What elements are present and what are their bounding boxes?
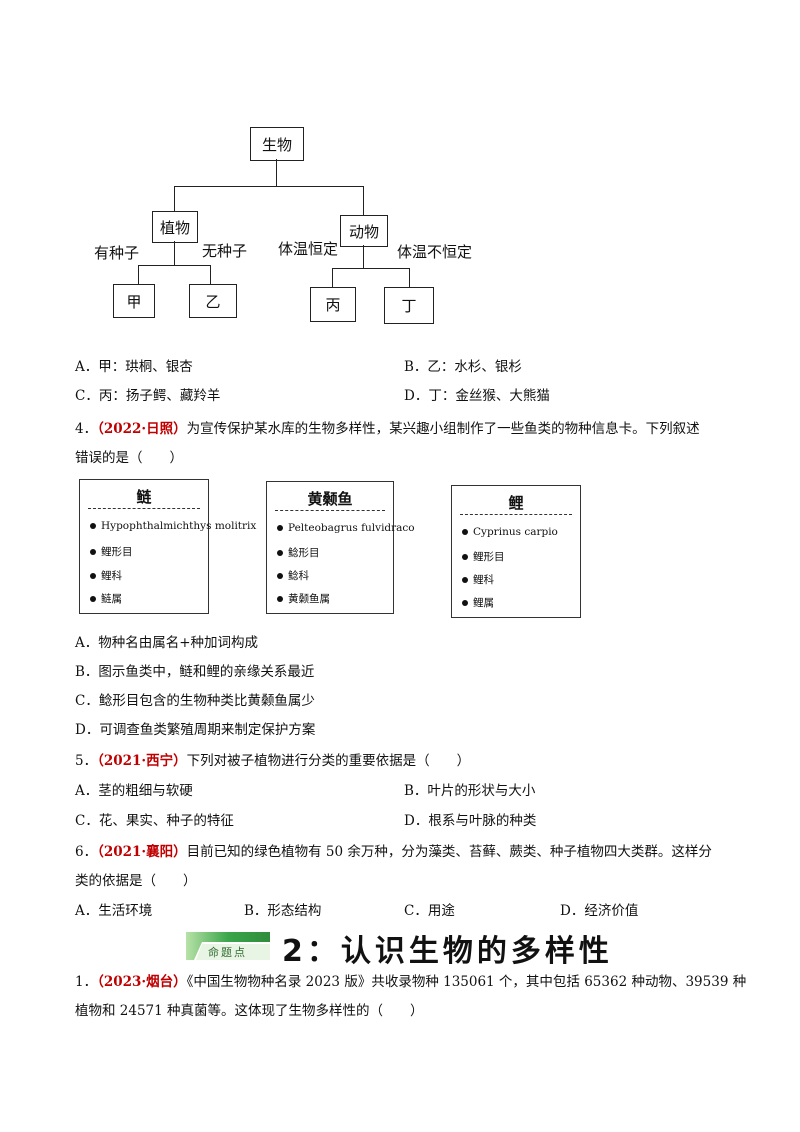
- node-organism: 生物: [250, 127, 304, 161]
- card-title: 黄颡鱼: [307, 490, 353, 508]
- q6-number: 6．: [75, 844, 98, 860]
- q4-number: 4．: [75, 421, 98, 437]
- section-tag-banner: 命题点: [186, 932, 270, 960]
- q6-option-b[interactable]: B．形态结构: [244, 903, 322, 919]
- section-title: 2：认识生物的多样性: [282, 934, 613, 969]
- q4-text1: 为宣传保护某水库的生物多样性，某兴趣小组制作了一些鱼类的物种信息卡。下列叙述: [186, 421, 700, 437]
- q5-option-b[interactable]: B．叶片的形状与大小: [404, 783, 536, 799]
- card-row: 鲶科: [277, 568, 309, 583]
- section-tag-text: 命题点: [208, 946, 247, 959]
- q3-option-a[interactable]: A．甲：珙桐、银杏: [75, 359, 193, 375]
- card-row: 鲢属: [90, 591, 122, 606]
- label-has-seed: 有种子: [94, 244, 140, 262]
- q5-text: 下列对被子植物进行分类的重要依据是（ ）: [186, 753, 471, 769]
- s2q1-text1: 《中国生物物种名录 2023 版》共收录物种 135061 个，其中包括 653…: [186, 974, 747, 990]
- card-title: 鲤: [508, 494, 524, 512]
- card-row: 鲤形目: [90, 544, 133, 559]
- q4-option-d[interactable]: D．可调查鱼类繁殖周期来制定保护方案: [75, 722, 316, 738]
- q6-option-d[interactable]: D．经济价值: [560, 903, 639, 919]
- label-variable-temp: 体温不恒定: [397, 243, 473, 261]
- q6-source: （2021·襄阳）: [97, 844, 187, 860]
- s2q1-stem-line1: 1．（2023·烟台）《中国生物物种名录 2023 版》共收录物种 135061…: [75, 973, 746, 991]
- q5-stem: 5．（2021·西宁）下列对被子植物进行分类的重要依据是（ ）: [75, 752, 470, 770]
- card-row: Pelteobagrus fulvidraco: [277, 522, 415, 534]
- card-row: 鲤属: [462, 595, 494, 610]
- node-yi: 乙: [189, 284, 237, 318]
- card-title: 鲢: [136, 488, 152, 506]
- q3-option-b[interactable]: B．乙：水杉、银杉: [404, 359, 522, 375]
- q4-stem-line1: 4．（2022·日照）为宣传保护某水库的生物多样性，某兴趣小组制作了一些鱼类的物…: [75, 420, 700, 438]
- label-constant-temp: 体温恒定: [278, 240, 339, 258]
- s2q1-source: （2023·烟台）: [97, 974, 187, 990]
- card-row: Hypophthalmichthys molitrix: [90, 520, 256, 532]
- q6-option-c[interactable]: C．用途: [404, 903, 455, 919]
- s2q1-stem-line2: 植物和 24571 种真菌等。这体现了生物多样性的（ ）: [75, 1003, 424, 1019]
- species-card-common-carp: 鲤 Cyprinus carpio 鲤形目 鲤科 鲤属: [451, 485, 581, 618]
- card-row: 鲶形目: [277, 545, 320, 560]
- q5-number: 5．: [75, 753, 98, 769]
- node-jia: 甲: [113, 284, 155, 318]
- node-animal: 动物: [340, 215, 388, 247]
- q4-option-c[interactable]: C．鲶形目包含的生物种类比黄颡鱼属少: [75, 693, 315, 709]
- s2q1-number: 1．: [75, 974, 98, 990]
- species-card-yellow-catfish: 黄颡鱼 Pelteobagrus fulvidraco 鲶形目 鲶科 黄颡鱼属: [266, 481, 415, 614]
- card-row: 鲤科: [90, 568, 122, 583]
- q5-option-a[interactable]: A．茎的粗细与软硬: [75, 783, 193, 799]
- q5-source: （2021·西宁）: [97, 753, 187, 769]
- card-row: 黄颡鱼属: [277, 591, 330, 606]
- q4-option-a[interactable]: A．物种名由属名+种加词构成: [75, 635, 259, 651]
- q6-text1: 目前已知的绿色植物有 50 余万种，分为藻类、苔藓、蕨类、种子植物四大类群。这样…: [186, 844, 712, 860]
- q3-option-d[interactable]: D．丁：金丝猴、大熊猫: [404, 388, 550, 404]
- q6-option-a[interactable]: A．生活环境: [75, 903, 153, 919]
- species-card-silver-carp: 鲢 Hypophthalmichthys molitrix 鲤形目 鲤科 鲢属: [79, 479, 256, 614]
- node-bing: 丙: [310, 287, 356, 322]
- q4-option-b[interactable]: B．图示鱼类中，鲢和鲤的亲缘关系最近: [75, 664, 315, 680]
- q5-option-d[interactable]: D．根系与叶脉的种类: [404, 813, 537, 829]
- card-row: 鲤科: [462, 572, 494, 587]
- card-row: Cyprinus carpio: [462, 526, 558, 538]
- q4-stem-line2: 错误的是（ ）: [75, 450, 183, 466]
- card-row: 鲤形目: [462, 549, 505, 564]
- q3-option-c[interactable]: C．丙：扬子鳄、藏羚羊: [75, 388, 221, 404]
- q6-stem-line2: 类的依据是（ ）: [75, 873, 197, 889]
- q6-stem-line1: 6．（2021·襄阳）目前已知的绿色植物有 50 余万种，分为藻类、苔藓、蕨类、…: [75, 843, 712, 861]
- q4-source: （2022·日照）: [97, 421, 187, 437]
- node-ding: 丁: [384, 287, 434, 324]
- node-plant: 植物: [152, 211, 198, 243]
- label-no-seed: 无种子: [202, 242, 248, 260]
- q5-option-c[interactable]: C．花、果实、种子的特征: [75, 813, 234, 829]
